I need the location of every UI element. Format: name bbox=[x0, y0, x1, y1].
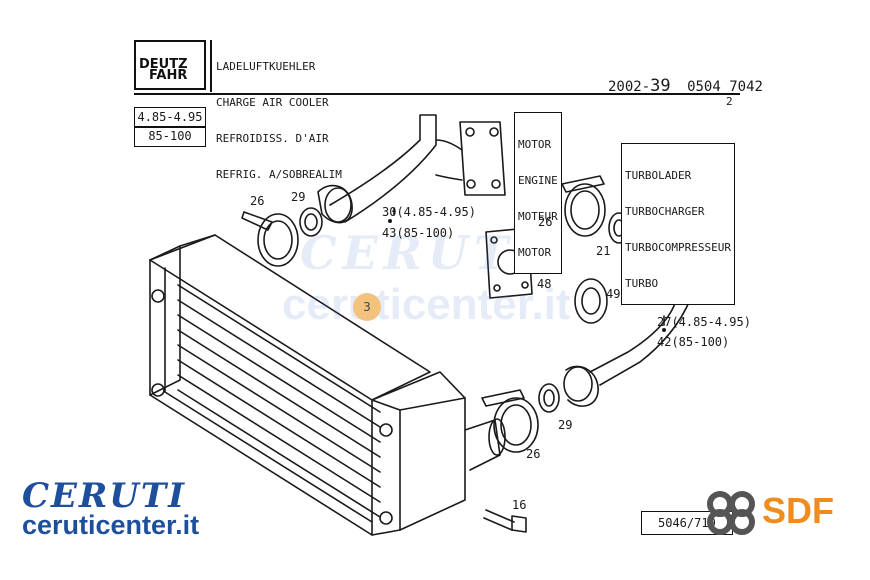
watermark-ceruti: CERUTI bbox=[300, 226, 542, 280]
sdf-logo-text: SDF bbox=[762, 490, 834, 531]
callout-30: 30(4.85-4.95) bbox=[382, 205, 476, 219]
turbo-label-4: TURBO bbox=[625, 277, 659, 290]
sdf-logo-icon bbox=[707, 491, 755, 535]
model-range-box: 4.85-4.95 85-100 bbox=[134, 107, 206, 147]
deutz-fahr-logo-text: DEUTZ FAHR bbox=[139, 57, 188, 83]
logo-line-1: DEUTZ bbox=[139, 57, 188, 72]
motor-label-3: MOTEUR bbox=[518, 210, 558, 223]
callout-29-top: 29 bbox=[291, 190, 306, 204]
model-range-1: 4.85-4.95 bbox=[137, 110, 203, 124]
motor-label: MOTOR ENGINE MOTEUR MOTOR bbox=[514, 112, 562, 274]
callout-27: 27(4.85-4.95) bbox=[657, 315, 751, 329]
part-marker: 3 bbox=[353, 293, 381, 321]
ceruti-url: ceruticenter.it bbox=[22, 510, 200, 540]
header-divider-vertical bbox=[210, 40, 212, 92]
motor-label-2: ENGINE bbox=[518, 174, 558, 187]
callout-26-top: 26 bbox=[250, 194, 265, 208]
watermark-url: ceruticenter.it bbox=[282, 280, 571, 329]
callout-42: 42(85-100) bbox=[657, 335, 730, 349]
callout-43: 43(85-100) bbox=[382, 226, 455, 240]
turbo-label-2: TURBOCHARGER bbox=[625, 205, 705, 218]
deutz-fahr-logo: DEUTZ FAHR bbox=[134, 40, 206, 90]
page-number: 2 bbox=[726, 95, 733, 108]
document-reference: 2002-39 0504 7042 bbox=[608, 76, 763, 96]
turbo-label-3: TURBOCOMPRESSEUR bbox=[625, 241, 731, 254]
title-line-4: REFRIG. A/SOBREALIM bbox=[216, 168, 342, 181]
callout-21: 21 bbox=[596, 244, 611, 258]
doc-issue: 39 bbox=[650, 76, 671, 96]
callout-16: 16 bbox=[512, 498, 527, 512]
title-line-1: LADELUFTKUEHLER bbox=[216, 60, 316, 73]
turbo-label-1: TURBOLADER bbox=[625, 169, 692, 182]
turbo-label: TURBOLADER TURBOCHARGER TURBOCOMPRESSEUR… bbox=[621, 143, 735, 305]
callout-29-bottom: 29 bbox=[558, 418, 573, 432]
title-line-2: CHARGE AIR COOLER bbox=[216, 96, 329, 109]
header-rule bbox=[134, 93, 740, 95]
part-title: LADELUFTKUEHLER CHARGE AIR COOLER REFROI… bbox=[216, 37, 342, 193]
callout-26-right: 26 bbox=[538, 215, 553, 229]
motor-label-1: MOTOR bbox=[518, 138, 552, 151]
doc-number: 0504 7042 bbox=[687, 79, 763, 95]
logo-line-2: FAHR bbox=[149, 68, 188, 83]
model-range-divider bbox=[135, 126, 205, 128]
motor-label-4: MOTOR bbox=[518, 246, 552, 259]
model-range-2: 85-100 bbox=[148, 129, 192, 143]
title-line-3: REFROIDISS. D'AIR bbox=[216, 132, 329, 145]
ceruti-logo: CERUTI bbox=[22, 476, 187, 516]
doc-year: 2002- bbox=[608, 79, 651, 95]
callout-49: 49 bbox=[606, 287, 621, 301]
callout-48: 48 bbox=[537, 277, 552, 291]
callout-26-bottom: 26 bbox=[526, 447, 541, 461]
